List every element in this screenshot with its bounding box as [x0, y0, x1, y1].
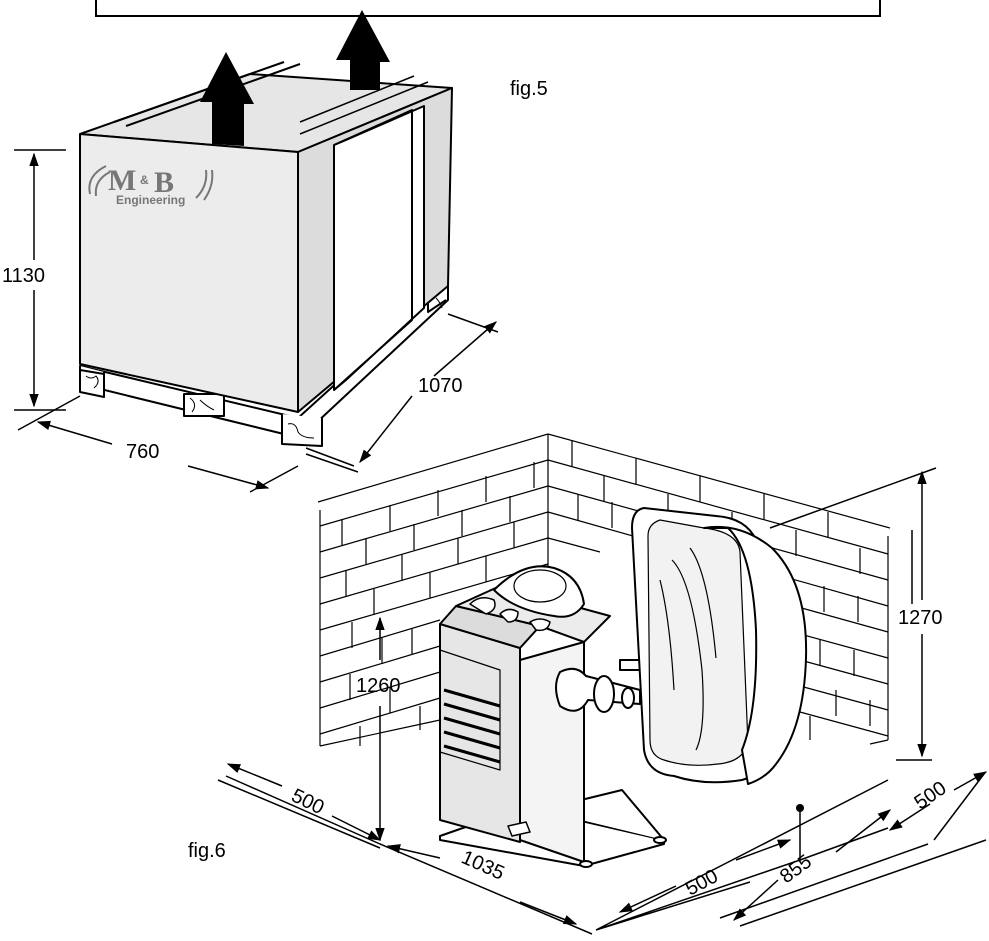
- dim-right-clearance-label: 500: [910, 777, 950, 814]
- dim-depth-line-6: [733, 879, 779, 921]
- dim-front-width-label: 1035: [458, 846, 508, 884]
- lift-arrow-1: [200, 52, 254, 146]
- logo-b: B: [154, 166, 174, 199]
- top-frame: [95, 0, 881, 17]
- strap-side-1: [333, 105, 425, 391]
- dim-hood-height-label: 1270: [898, 607, 943, 629]
- dim-front-width-line: [386, 844, 441, 859]
- fig5-caption: fig.5: [510, 78, 548, 100]
- hood-shell: [703, 525, 808, 785]
- dim-depth-label: 1070: [418, 375, 463, 397]
- fig5-dimensions: [14, 149, 499, 493]
- fig5-crate: [79, 61, 453, 447]
- dim-left-clearance-label: 500: [288, 785, 328, 819]
- brick-walls: [317, 433, 891, 747]
- fig6-caption: fig.6: [188, 840, 226, 862]
- dim-left-clearance-line: [226, 763, 283, 787]
- dim-height-label: 1130: [2, 265, 45, 287]
- dim-width-line: [36, 420, 113, 445]
- dim-right-clearance-line: [888, 803, 931, 831]
- wheel-guard: [631, 507, 808, 785]
- fig6-dimensions: [217, 467, 988, 935]
- logo-m: M: [108, 164, 136, 197]
- balancing-machine: [439, 565, 667, 868]
- floor-reference-point: [796, 804, 804, 812]
- dim-machine-height-label: 1260: [356, 675, 401, 697]
- brand-logo: M & B Engineering: [88, 164, 214, 207]
- dim-width-label: 760: [126, 441, 159, 463]
- lift-arrow-2: [336, 10, 390, 90]
- dim-front-clearance-label: 500: [682, 865, 722, 900]
- dim-front-clearance-line: [618, 885, 677, 913]
- logo-engineering: Engineering: [116, 193, 185, 207]
- dim-depth-line: [433, 321, 498, 377]
- logo-amp: &: [140, 173, 149, 187]
